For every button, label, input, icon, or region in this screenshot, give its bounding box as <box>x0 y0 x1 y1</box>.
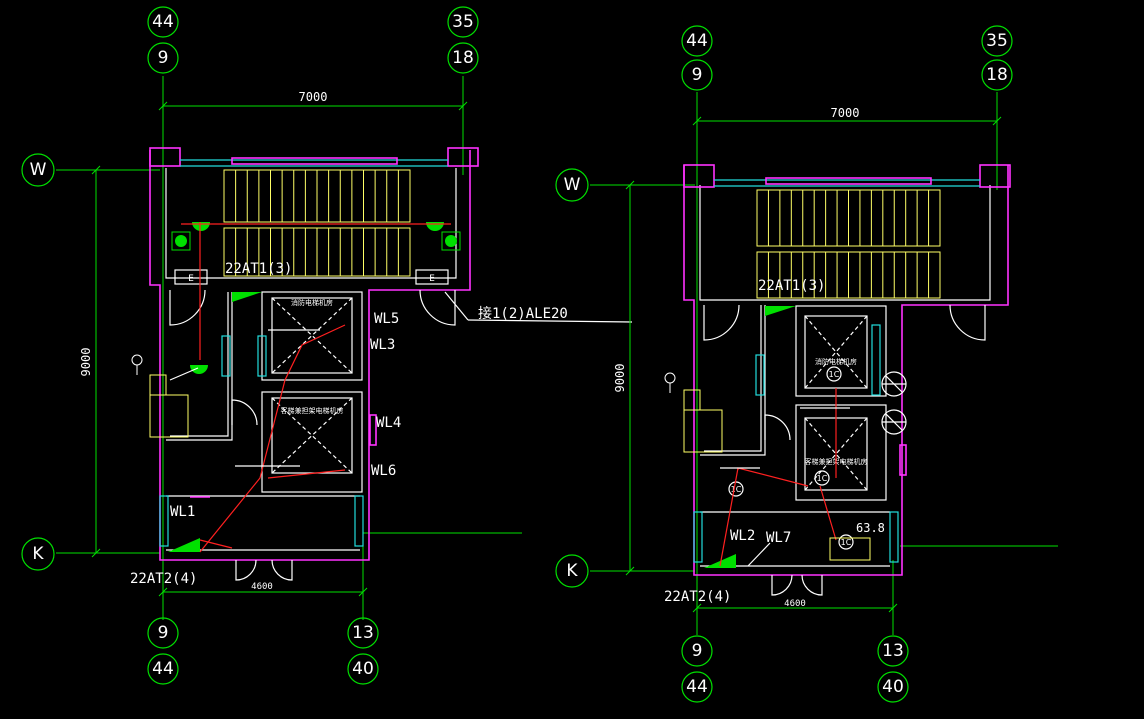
svg-text:13: 13 <box>882 641 904 661</box>
svg-text:44: 44 <box>152 12 174 32</box>
svg-text:44: 44 <box>152 659 174 679</box>
right-dimension-side: 9000 <box>613 180 635 576</box>
right-axis-bubble-44-bottom: 44 <box>681 671 713 703</box>
left-panel-label-top: 22AT1(3) <box>225 261 292 277</box>
left-axis-bubble-44: 44 <box>147 6 179 38</box>
svg-text:35: 35 <box>452 12 474 32</box>
left-axis-bubble-9-bottom: 9 <box>147 617 179 649</box>
svg-text:1C: 1C <box>841 538 852 547</box>
right-panel-label-top: 22AT1(3) <box>758 278 825 294</box>
right-axis-bubble-w: W <box>555 168 589 202</box>
right-axis-bubble-40: 40 <box>877 671 909 703</box>
right-dimension-bottom: 4600 <box>692 599 898 613</box>
left-axis-bubble-k: K <box>21 537 55 571</box>
svg-text:7000: 7000 <box>831 106 860 120</box>
left-cable-link-label: 接1(2)ALE20 <box>478 305 568 322</box>
left-circuit-label-wl6: WL6 <box>371 463 396 479</box>
left-circuit-label-wl3: WL3 <box>370 337 395 353</box>
right-axis-bubble-44: 44 <box>681 25 713 57</box>
left-axis-bubble-44-bottom: 44 <box>147 653 179 685</box>
right-stairs <box>756 189 941 299</box>
left-walls <box>149 147 479 561</box>
right-axis-bubble-13: 13 <box>877 635 909 667</box>
left-circuit-label-wl1: WL1 <box>170 504 195 520</box>
right-circuit-label-wl2: WL2 <box>730 528 755 544</box>
right-axis-bubble-35: 35 <box>981 25 1013 57</box>
left-circuit-label-wl4: WL4 <box>376 415 401 431</box>
right-walls <box>683 164 1011 576</box>
left-axis-bubble-18: 18 <box>447 42 479 74</box>
svg-text:9000: 9000 <box>613 364 627 393</box>
right-level-mark: 63.8 <box>856 521 885 535</box>
svg-text:18: 18 <box>986 65 1008 85</box>
left-dimension-top: 7000 <box>158 90 468 111</box>
left-circuit-lines <box>169 222 633 553</box>
right-panel-label-bottom: 22AT2(4) <box>664 589 731 605</box>
left-floor-plan: 44 9 35 18 W K 9 44 <box>21 6 633 685</box>
left-axis-bubble-40: 40 <box>347 653 379 685</box>
right-dimension-top: 7000 <box>692 106 1002 126</box>
svg-text:18: 18 <box>452 48 474 68</box>
left-axis-bubble-35: 35 <box>447 6 479 38</box>
right-axis-bubble-9-bottom: 9 <box>681 635 713 667</box>
left-stairs <box>223 169 411 277</box>
svg-text:客梯兼担架电梯机房: 客梯兼担架电梯机房 <box>281 406 344 415</box>
right-floor-plan: 44 9 35 18 W K 9 44 <box>555 25 1058 703</box>
left-exit-sign-1: E <box>174 269 208 285</box>
svg-text:W: W <box>30 160 47 180</box>
right-axis-bubble-18: 18 <box>981 59 1013 91</box>
svg-text:E: E <box>188 274 194 284</box>
svg-text:44: 44 <box>686 31 708 51</box>
right-doors <box>703 304 986 596</box>
right-fans <box>881 371 907 435</box>
svg-text:9: 9 <box>692 641 703 661</box>
svg-text:K: K <box>32 544 44 564</box>
right-circuit-label-wl7: WL7 <box>766 530 791 546</box>
left-dimension-side: 9000 <box>79 165 101 558</box>
left-axis-bubble-w: W <box>21 153 55 187</box>
right-equipment <box>664 372 871 561</box>
left-doors <box>169 289 456 581</box>
right-axis-bubble-9-top: 9 <box>681 59 713 91</box>
svg-text:35: 35 <box>986 31 1008 51</box>
svg-text:1C: 1C <box>731 485 742 494</box>
left-dimension-bottom: 4600 <box>158 582 368 597</box>
left-axis-bubble-13: 13 <box>347 617 379 649</box>
svg-text:E: E <box>429 274 435 284</box>
svg-text:13: 13 <box>352 623 374 643</box>
left-axis-bubble-9-top: 9 <box>147 42 179 74</box>
svg-text:W: W <box>564 175 581 195</box>
right-axis-lines <box>590 92 1058 635</box>
left-equipment <box>131 329 320 498</box>
svg-text:1C: 1C <box>817 474 828 483</box>
svg-text:K: K <box>566 561 578 581</box>
svg-text:4600: 4600 <box>251 582 273 592</box>
svg-text:4600: 4600 <box>784 599 806 609</box>
svg-text:7000: 7000 <box>299 90 328 104</box>
svg-text:9: 9 <box>158 48 169 68</box>
left-elevator-shaft-passenger: 客梯兼担架电梯机房 <box>271 397 353 474</box>
svg-text:消防电梯机房: 消防电梯机房 <box>291 298 333 307</box>
svg-text:1C: 1C <box>829 370 840 379</box>
left-panel-label-bottom: 22AT2(4) <box>130 571 197 587</box>
svg-text:44: 44 <box>686 677 708 697</box>
svg-text:40: 40 <box>882 677 904 697</box>
left-elevator-shaft-fire: 消防电梯机房 <box>271 297 353 374</box>
left-exit-sign-2: E <box>415 269 449 285</box>
svg-text:9: 9 <box>158 623 169 643</box>
right-axis-bubble-k: K <box>555 554 589 588</box>
svg-text:9000: 9000 <box>79 348 93 377</box>
left-circuit-label-wl5: WL5 <box>374 311 399 327</box>
svg-text:9: 9 <box>692 65 703 85</box>
svg-text:消防电梯机房: 消防电梯机房 <box>815 357 857 366</box>
svg-text:40: 40 <box>352 659 374 679</box>
